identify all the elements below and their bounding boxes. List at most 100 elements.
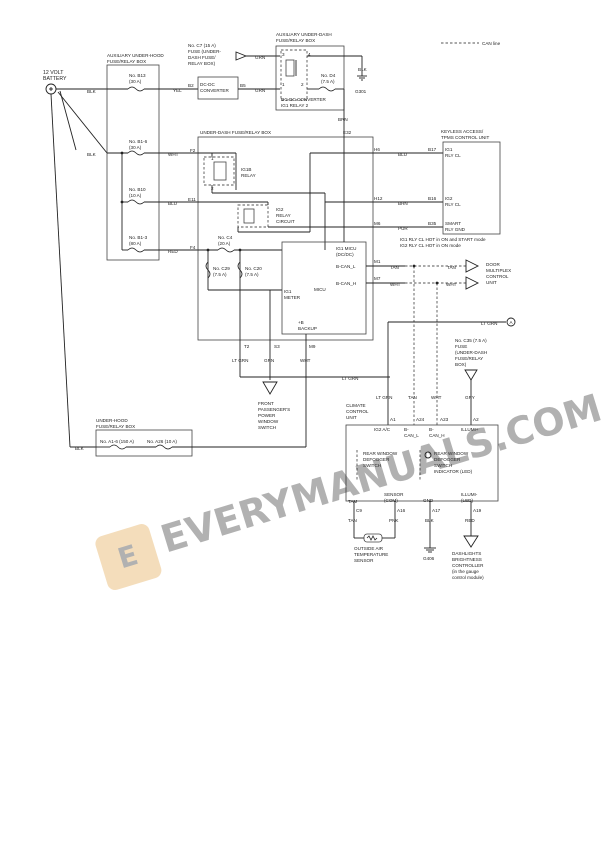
door-multiplex-unit: DOOR MULTIPLEX CONTROL UNIT: [465, 259, 511, 290]
underdash-fuse-box: UNDER-DASH FUSE/RELAY BOX E32 F2 E11 F4: [188, 130, 374, 341]
terminal-m9: M9: [309, 344, 316, 349]
fuse-b16-amp: (30 A): [129, 145, 142, 150]
fuse-c35-l3: (UNDER-DASH: [455, 350, 487, 355]
climate-bcanl-2: CAN_L: [404, 433, 419, 438]
wire-pur-m6: PUR: [398, 226, 408, 231]
wire-lt-grn-mid: LT GRN: [342, 376, 358, 381]
battery-label-2: BATTERY: [43, 76, 67, 82]
dashlights-3: CONTROLLER: [452, 563, 484, 568]
wire-tan-m1: TAN: [390, 265, 399, 270]
wire-red-f4: RED: [168, 249, 178, 254]
rear-sw-3: SWITCH: [363, 463, 381, 468]
aux-underdash-label-1: AUXILIARY UNDER-DASH: [276, 32, 332, 37]
relay-pin-1: 1: [282, 82, 285, 87]
window-sw-2: PASSENGER'S: [258, 407, 290, 412]
connector-arrow-icon: [235, 51, 248, 61]
connector-arrow-icon: [465, 276, 480, 290]
window-sw-5: SWITCH: [258, 425, 276, 430]
fuse-c20-amp: (7.5 A): [245, 272, 259, 277]
window-sw-4: WINDOW: [258, 419, 279, 424]
wire-wht-out: WHT: [446, 282, 457, 287]
door-unit-4: UNIT: [486, 280, 497, 285]
fuse-c35-l1: No. C35 (7.5 A): [455, 338, 487, 343]
window-sw-3: POWER: [258, 413, 276, 418]
dcdc-label-1: DC-DC: [200, 82, 215, 87]
micu-can-l: B-CAN_L: [336, 264, 356, 269]
terminal-a19: A19: [473, 508, 482, 513]
wire-brn-top: BRN: [338, 117, 348, 122]
fuse-b16-no: No. B1-6: [129, 139, 148, 144]
terminal-c9: C9: [356, 508, 362, 513]
dashlights-4: (in the gauge: [452, 569, 479, 574]
terminal-b35: B35: [428, 221, 437, 226]
fuse-c7-l2: FUSE (UNDER-: [188, 49, 221, 54]
terminal-b5: B5: [240, 83, 246, 88]
climate-illumi: ILLUMI+: [461, 427, 479, 432]
aux-underdash-label-2: FUSE/RELAY BOX: [276, 38, 315, 43]
wire-grn-top: GRN: [255, 55, 265, 60]
ig1b-label-1: IG1B: [241, 167, 251, 172]
wire-grn-s3: GRN: [264, 358, 274, 363]
rear-sw-1: REAR WINDOW: [363, 451, 398, 456]
fuse-d4-amp: (7.5 A): [321, 79, 335, 84]
climate-tam: TAM: [348, 499, 358, 504]
terminal-f4: F4: [190, 245, 196, 250]
ig2-label-1: IG2: [276, 207, 284, 212]
aux-underhood-fuse-box: AUXILIARY UNDER-HOOD FUSE/RELAY BOX: [106, 53, 164, 261]
fuse-a16-no: No. A1-6 (150 A): [100, 439, 134, 444]
climate-sensor-1: SENSOR: [384, 492, 404, 497]
climate-illumi-minus-2: (LED): [461, 498, 473, 503]
climate-title-1: CLIMATE: [346, 403, 366, 408]
ig1b-pin-1: 1: [211, 156, 214, 161]
dcdc-converter: DC-DC CONVERTER B2 B5: [188, 76, 246, 100]
fuse-b13-amp: (30 A): [129, 79, 142, 84]
terminal-e11: E11: [188, 197, 196, 202]
underhood-label-2: FUSE/RELAY BOX: [96, 424, 135, 429]
climate-sensor-2: (COM): [384, 498, 398, 503]
fuse-b13: No. B13 (30 A): [127, 73, 146, 92]
keyless-ig2-1: IG2: [445, 196, 453, 201]
outside-air-temperature-sensor: OUTSIDE AIR TEMPERATURE SENSOR: [354, 533, 388, 563]
wire-tan-c9: TAN: [348, 518, 357, 523]
wire-lt-grn-right: LT GRN: [481, 321, 497, 326]
ground-g301: G301: [355, 89, 367, 94]
ig1b-pin-2: 2: [211, 186, 214, 191]
fuse-c4: No. C4 (20 A): [217, 235, 235, 253]
micu-title-1: IG1 MICU: [336, 246, 356, 251]
terminal-m6: M6: [374, 221, 381, 226]
fuse-c20-no: No. C20: [245, 266, 262, 271]
fuse-c35-l4: FUSE/RELAY: [455, 356, 483, 361]
climate-ig2: IG2 A/C: [374, 427, 391, 432]
relay-pin-4: 4: [308, 52, 311, 57]
wire-red-a19: RED: [465, 518, 475, 523]
keyless-note-2: IG2 RLY CL HOT in ON mode: [400, 243, 461, 248]
connector-arrow-icon: [262, 381, 278, 395]
relay-pin-3: 3: [282, 52, 285, 57]
ig1b-relay: 1 2 IG1B RELAY: [203, 156, 256, 191]
micu-unit: IG1 MICU (DC/DC) B-CAN_L B-CAN_H MICU IG…: [281, 241, 367, 335]
climate-illumi-minus-1: ILLUMI-: [461, 492, 478, 497]
dcdc-label-2: CONVERTER: [200, 88, 229, 93]
rear-ind-4: INDICATOR (LED): [434, 469, 473, 474]
fuse-d4: No. D4 (7.5 A): [318, 73, 336, 92]
terminal-b2: B2: [188, 83, 194, 88]
climate-bcanh-1: B-: [429, 427, 434, 432]
dashlights-brightness-controller: DASHLIGHTS BRIGHTNESS CONTROLLER (in the…: [452, 535, 484, 580]
wire-blk-top: BLK: [87, 89, 97, 94]
micu-can-h: B-CAN_H: [336, 281, 356, 286]
relay-pin-2: 2: [301, 82, 304, 87]
rear-sw-2: DEFOGGER: [363, 457, 390, 462]
can-line-legend-label: CAN line: [482, 41, 501, 46]
terminal-s3: S3: [274, 344, 280, 349]
wire-wht-f2: WHT: [168, 152, 179, 157]
door-unit-2: MULTIPLEX: [486, 268, 511, 273]
aux-underdash-fuse-box: AUXILIARY UNDER-DASH FUSE/RELAY BOX 3 4 …: [275, 32, 345, 111]
fuse-c7-l4: RELAY BOX): [188, 61, 216, 66]
led-indicator-icon: [424, 451, 432, 459]
ig2-relay-circuit: IG2 RELAY CIRCUIT: [237, 204, 295, 228]
wire-blk-mid: BLK: [87, 152, 97, 157]
connector-arrow-icon: [464, 369, 478, 381]
watermark-logo: [95, 524, 162, 591]
outside-sensor-2: TEMPERATURE: [354, 552, 388, 557]
